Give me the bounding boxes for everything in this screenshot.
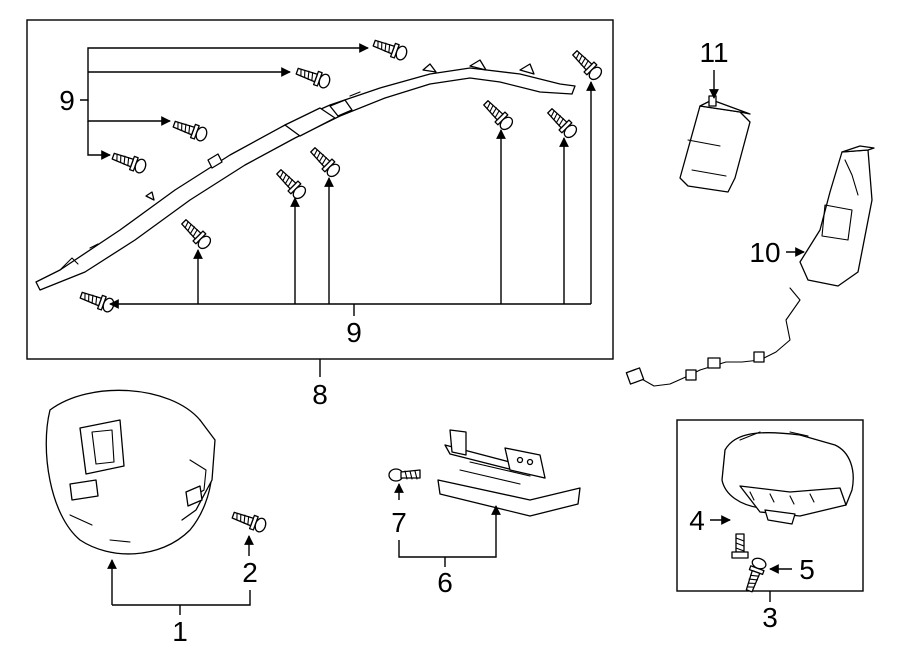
callout-6: 6 [437,567,453,598]
bolt-4[interactable] [731,533,749,559]
callout-7: 7 [391,507,407,538]
bracket-6[interactable] [437,429,581,517]
bolt-5[interactable] [741,555,769,594]
screw-7[interactable] [388,468,421,482]
bolt-9-h[interactable] [307,144,343,180]
callout-5: 5 [799,554,815,585]
callout-4: 4 [689,505,705,536]
bolt-9-d[interactable] [110,148,149,176]
callout-9-bottom: 9 [346,317,362,348]
callout-9-bottom-leaders [109,81,596,316]
bolt-9-i[interactable] [273,166,309,202]
callout-11: 11 [699,37,728,68]
bolt-9-e[interactable] [569,47,605,83]
callout-4-5-leaders [710,515,792,574]
curtain-airbag-frame [26,19,614,377]
callout-1-2-leaders [107,535,254,615]
bolt-9-j[interactable] [178,216,214,252]
callout-9-top-leaders [80,43,369,160]
callout-8: 8 [312,379,328,410]
callout-9-top: 9 [59,85,75,116]
callout-10: 10 [749,237,780,268]
bolt-9-f[interactable] [480,97,516,133]
bolt-9-a[interactable] [371,35,410,63]
driver-airbag-1[interactable] [45,389,216,555]
passenger-airbag-3[interactable] [721,431,854,525]
side-airbag-10[interactable] [625,145,875,387]
passenger-airbag-frame [676,419,864,602]
bolt-9-b[interactable] [294,63,333,91]
bolt-9-c[interactable] [171,116,210,144]
bolt-9-g[interactable] [544,105,580,141]
callout-2: 2 [242,557,258,588]
bolt-2[interactable] [230,507,269,535]
callout-6-7-leaders [394,483,501,567]
sensor-11[interactable] [679,95,751,193]
callout-3: 3 [762,602,778,633]
curtain-airbag[interactable] [35,59,576,291]
callout-1: 1 [172,616,188,647]
bolt-9-k[interactable] [78,287,117,315]
